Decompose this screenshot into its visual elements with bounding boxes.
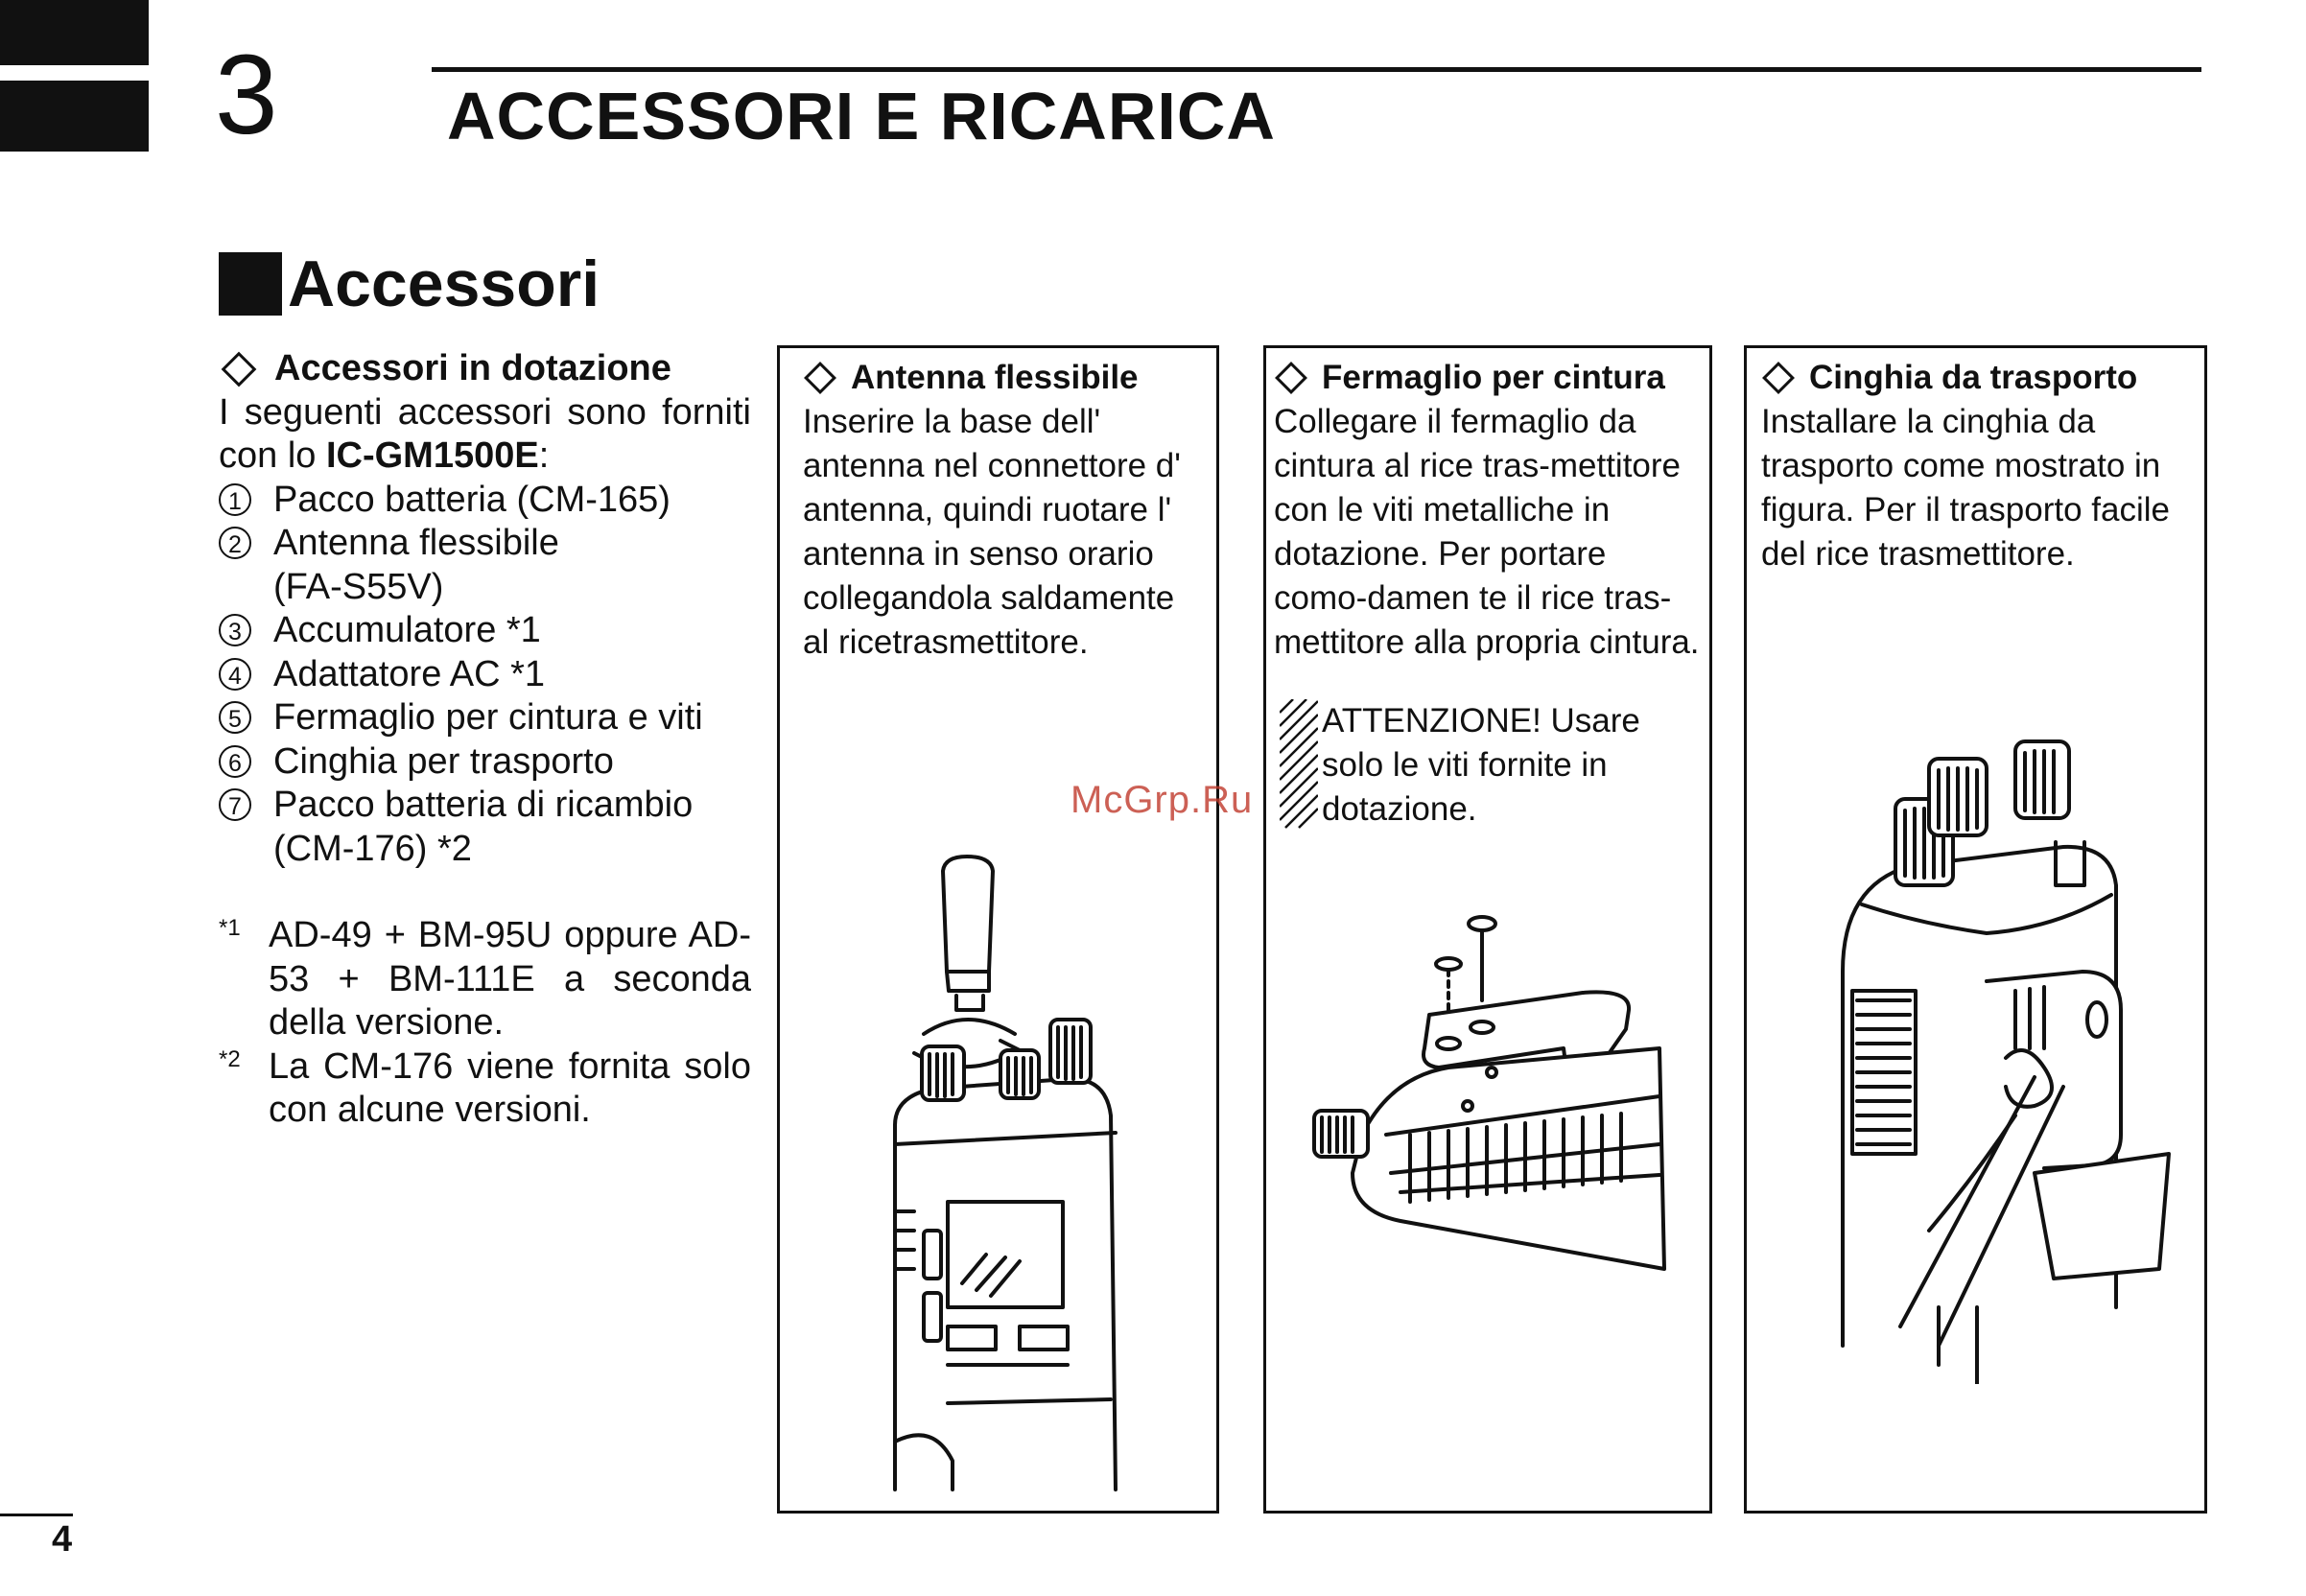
item-number: 3 bbox=[219, 614, 251, 646]
strap-panel: Cinghia da trasporto Installare la cingh… bbox=[1744, 345, 2207, 1514]
list-item: 4 Adattatore AC *1 bbox=[219, 653, 751, 697]
diamond-icon bbox=[221, 351, 257, 387]
antenna-panel: Antenna flessibile Inserire la base dell… bbox=[777, 345, 1219, 1514]
belt-clip-instructions: Collegare il fermaglio da cintura al ric… bbox=[1274, 403, 1700, 661]
belt-clip-panel: Fermaglio per cintura Collegare il ferma… bbox=[1263, 345, 1712, 1514]
item-number: 6 bbox=[219, 744, 251, 778]
chapter-tab-bottom bbox=[0, 81, 149, 152]
list-item: 2 Antenna flessibile (FA-S55V) bbox=[219, 522, 751, 609]
antenna-title: Antenna flessibile bbox=[851, 359, 1139, 396]
footnote-text: La CM-176 viene fornita solo con alcune … bbox=[269, 1045, 751, 1131]
chapter-tab-top bbox=[0, 0, 149, 65]
item-text: Adattatore AC *1 bbox=[273, 653, 546, 694]
list-item: 1 Pacco batteria (CM-165) bbox=[219, 479, 751, 523]
footnote: *1 AD-49 + BM-95U oppure AD-53 + BM-111E … bbox=[219, 914, 751, 1045]
antenna-illustration bbox=[893, 855, 1118, 1491]
item-text: Pacco batteria (CM-165) bbox=[273, 479, 671, 520]
footnotes: *1 AD-49 + BM-95U oppure AD-53 + BM-111E … bbox=[219, 914, 751, 1133]
supplied-heading: Accessori in dotazione bbox=[219, 347, 751, 391]
item-text: Antenna flessibile (FA-S55V) bbox=[273, 523, 559, 607]
footnote-mark: *1 bbox=[219, 915, 241, 941]
footnote: *2 La CM-176 viene fornita solo con alcun… bbox=[219, 1045, 751, 1133]
intro-suffix: : bbox=[538, 435, 550, 476]
model-name: IC-GM1500E bbox=[325, 435, 539, 476]
belt-clip-illustration bbox=[1312, 915, 1666, 1271]
item-number: 7 bbox=[219, 788, 251, 821]
strap-heading: Cinghia da trasporto bbox=[1747, 356, 2204, 400]
list-item: 3 Accumulatore *1 bbox=[219, 609, 751, 653]
diamond-icon bbox=[1275, 362, 1307, 394]
chapter-title: ACCESSORI E RICARICA bbox=[447, 79, 1276, 153]
footer-rule bbox=[0, 1514, 73, 1516]
diamond-icon bbox=[1762, 362, 1795, 394]
header-rule bbox=[432, 67, 2201, 72]
list-item: 6 Cinghia per trasporto bbox=[219, 740, 751, 785]
strap-illustration bbox=[1841, 739, 2171, 1384]
intro-prefix: I seguenti accessori sono forniti con lo bbox=[219, 391, 751, 477]
belt-clip-heading: Fermaglio per cintura bbox=[1266, 356, 1709, 400]
footnote-text: AD-49 + BM-95U oppure AD-53 + BM-111E a … bbox=[269, 915, 751, 1043]
section-heading: Accessori bbox=[219, 249, 600, 318]
list-item: 5 Fermaglio per cintura e viti bbox=[219, 696, 751, 740]
item-text: Cinghia per trasporto bbox=[273, 740, 614, 782]
diamond-icon bbox=[804, 362, 836, 394]
section-square-icon bbox=[219, 252, 282, 316]
item-text: Fermaglio per cintura e viti bbox=[273, 697, 703, 738]
warning-text: ATTENZIONE! Usare solo le viti fornite i… bbox=[1322, 702, 1640, 828]
strap-title: Cinghia da trasporto bbox=[1809, 359, 2138, 396]
antenna-heading: Antenna flessibile bbox=[780, 356, 1216, 400]
belt-clip-title: Fermaglio per cintura bbox=[1322, 359, 1665, 396]
item-text: Pacco batteria di ricambio (CM-176) *2 bbox=[273, 785, 694, 869]
warning-hatch-icon bbox=[1280, 699, 1318, 829]
supplied-heading-text: Accessori in dotazione bbox=[274, 348, 671, 388]
page-number: 4 bbox=[52, 1519, 73, 1560]
item-number: 1 bbox=[219, 482, 251, 516]
strap-instructions: Installare la cinghia da trasporto come … bbox=[1761, 403, 2171, 573]
list-item: 7 Pacco batteria di ricambio (CM-176) *2 bbox=[219, 784, 751, 871]
item-number: 2 bbox=[219, 527, 251, 559]
supplied-intro: I seguenti accessori sono forniti con lo… bbox=[219, 391, 751, 479]
section-title: Accessori bbox=[288, 247, 600, 320]
belt-clip-warning: ATTENZIONE! Usare solo le viti fornite i… bbox=[1266, 699, 1709, 832]
watermark: McGrp.Ru bbox=[1071, 779, 1254, 821]
item-text: Accumulatore *1 bbox=[273, 610, 541, 650]
item-number: 4 bbox=[219, 657, 251, 691]
antenna-instructions: Inserire la base dell' antenna nel conne… bbox=[803, 403, 1181, 661]
footnote-mark: *2 bbox=[219, 1045, 241, 1072]
item-number: 5 bbox=[219, 701, 251, 734]
chapter-number: 3 bbox=[215, 32, 278, 158]
supplied-accessories: Accessori in dotazione I seguenti access… bbox=[219, 347, 751, 1133]
